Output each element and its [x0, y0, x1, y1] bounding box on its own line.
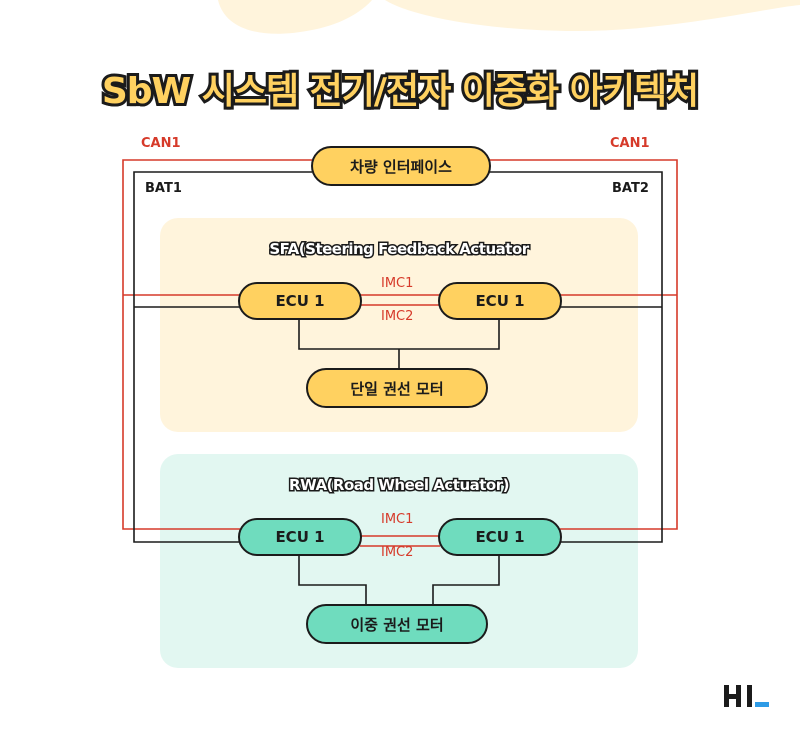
page-title: SbW 시스템 전기/전자 이중화 아키텍처	[99, 68, 702, 115]
sfa-ecu-right: ECU 1	[438, 282, 562, 320]
can-bus-line	[122, 159, 678, 530]
rwa-imc1-label: IMC1	[381, 512, 414, 527]
bat-label-left: BAT1	[145, 181, 182, 196]
sfa-title: SFA(Steering Feedback Actuator	[268, 239, 531, 260]
rwa-imc-lines	[360, 535, 440, 547]
rwa-motor-wires	[298, 555, 500, 605]
sfa-panel: SFA(Steering Feedback Actuator	[160, 218, 638, 432]
sfa-ecu-left: ECU 1	[238, 282, 362, 320]
hl-logo	[724, 685, 769, 707]
sfa-motor-wires	[298, 318, 500, 370]
sfa-motor-node: 단일 권선 모터	[306, 368, 488, 408]
sfa-imc2-label: IMC2	[381, 309, 414, 324]
sfa-imc-lines	[360, 294, 440, 306]
rwa-ecu-left: ECU 1	[238, 518, 362, 556]
can-label-left: CAN1	[141, 136, 181, 151]
rwa-title: RWA(Road Wheel Actuator)	[288, 475, 511, 496]
can-label-right: CAN1	[610, 136, 650, 151]
rwa-ecu-right: ECU 1	[438, 518, 562, 556]
background-blob	[218, 0, 800, 34]
bat-label-right: BAT2	[612, 181, 649, 196]
battery-line	[133, 171, 663, 543]
rwa-imc2-label: IMC2	[381, 545, 414, 560]
rwa-motor-node: 이중 권선 모터	[306, 604, 488, 644]
vehicle-interface-node: 차량 인터페이스	[311, 146, 491, 186]
sfa-imc1-label: IMC1	[381, 276, 414, 291]
